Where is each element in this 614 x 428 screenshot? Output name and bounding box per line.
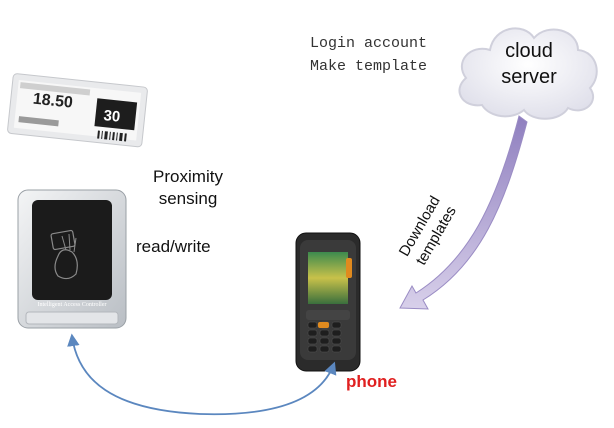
- esl-price-secondary: 30: [103, 107, 121, 126]
- cloud-shape: [458, 27, 598, 120]
- read-write-label: read/write: [136, 237, 211, 256]
- cloud-label: cloud server: [486, 38, 572, 90]
- reader-caption: Intelligent Access Controller: [38, 302, 107, 308]
- sync-arrow: [67, 333, 337, 416]
- server-action-login: Login account: [310, 35, 428, 52]
- download-arrow: [399, 115, 528, 310]
- proximity-label-line2: sensing: [158, 189, 218, 208]
- card-reader-image: Intelligent Access Controller: [17, 189, 127, 329]
- proximity-label-line1: Proximity: [153, 167, 223, 186]
- cloud-label-line1: cloud: [505, 40, 553, 62]
- phone-label: phone: [346, 372, 397, 391]
- cloud-label-line2: server: [501, 66, 557, 88]
- esl-price-main: 18.50: [32, 91, 74, 112]
- esl-tag-image: 18.50 30: [7, 73, 148, 148]
- server-action-template: Make template: [310, 58, 428, 75]
- proximity-label: Proximity sensing: [138, 166, 238, 210]
- phone-image: [295, 232, 361, 372]
- server-actions: Login account Make template: [310, 32, 427, 78]
